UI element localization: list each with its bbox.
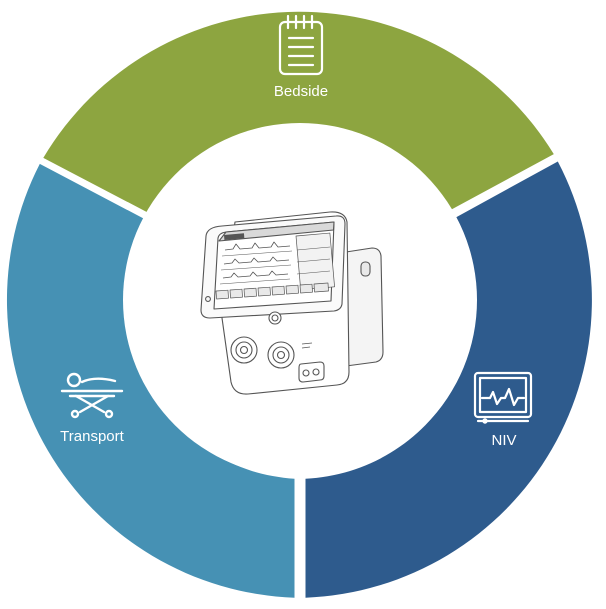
segment-transport-label: Transport (60, 428, 124, 445)
segment-transport[interactable]: Transport (6, 163, 295, 598)
segment-niv-label: NIV (491, 432, 516, 449)
ventilator-device-illustration (200, 211, 384, 395)
segment-bedside[interactable]: Bedside (43, 11, 554, 215)
segment-niv-arc (305, 161, 592, 598)
segment-bedside-arc (43, 11, 554, 215)
segment-niv[interactable]: NIV (305, 161, 592, 598)
monitor-waveform-icon (473, 371, 533, 424)
segment-bedside-label: Bedside (274, 83, 328, 100)
clipboard-icon (278, 14, 324, 76)
segment-transport-arc (6, 163, 295, 598)
stretcher-icon (60, 372, 124, 419)
